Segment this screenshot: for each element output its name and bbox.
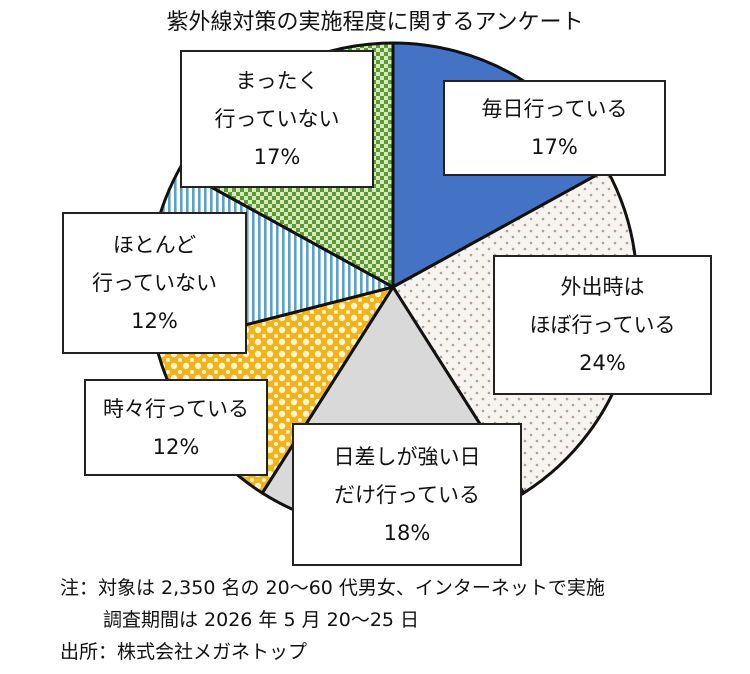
label-box-rarely: ほとんど 行っていない 12% xyxy=(62,212,247,354)
label-box-never: まったく 行っていない 17% xyxy=(180,50,374,188)
label-line: 外出時は xyxy=(560,275,645,299)
label-box-mostly-outing: 外出時は ほぼ行っている 24% xyxy=(493,255,712,395)
notes-block: 注：対象は 2,350 名の 20～60 代男女、インターネットで実施 調査期間… xyxy=(60,572,605,668)
label-line: まったく xyxy=(235,69,319,93)
label-line: ほぼ行っている xyxy=(529,313,676,337)
label-line: 日差しが強い日 xyxy=(333,444,481,469)
label-percent: 12% xyxy=(131,309,178,333)
label-box-sometimes: 時々行っている 12% xyxy=(84,379,268,476)
label-percent: 12% xyxy=(152,434,200,459)
label-percent: 24% xyxy=(579,351,626,375)
note-target: 注：対象は 2,350 名の 20～60 代男女、インターネットで実施 xyxy=(60,577,605,599)
label-percent: 17% xyxy=(253,145,301,169)
label-line: だけ行っている xyxy=(334,482,480,507)
label-percent: 17% xyxy=(531,135,578,159)
label-box-daily: 毎日行っている 17% xyxy=(443,80,666,176)
chart-title: 紫外線対策の実施程度に関するアンケート xyxy=(166,10,584,35)
note-period: 調査期間は 2026 年 5 月 20～25 日 xyxy=(103,609,420,631)
label-line: ほとんど xyxy=(112,233,197,257)
label-box-strong-sun: 日差しが強い日 だけ行っている 18% xyxy=(292,423,522,566)
label-line: 時々行っている xyxy=(103,396,249,421)
label-line: 行っていない xyxy=(214,107,340,131)
label-percent: 18% xyxy=(383,520,431,545)
source-line: 出所：株式会社メガネトップ xyxy=(60,641,308,663)
label-line: 毎日行っている xyxy=(481,97,628,121)
label-line: 行っていない xyxy=(92,271,217,295)
